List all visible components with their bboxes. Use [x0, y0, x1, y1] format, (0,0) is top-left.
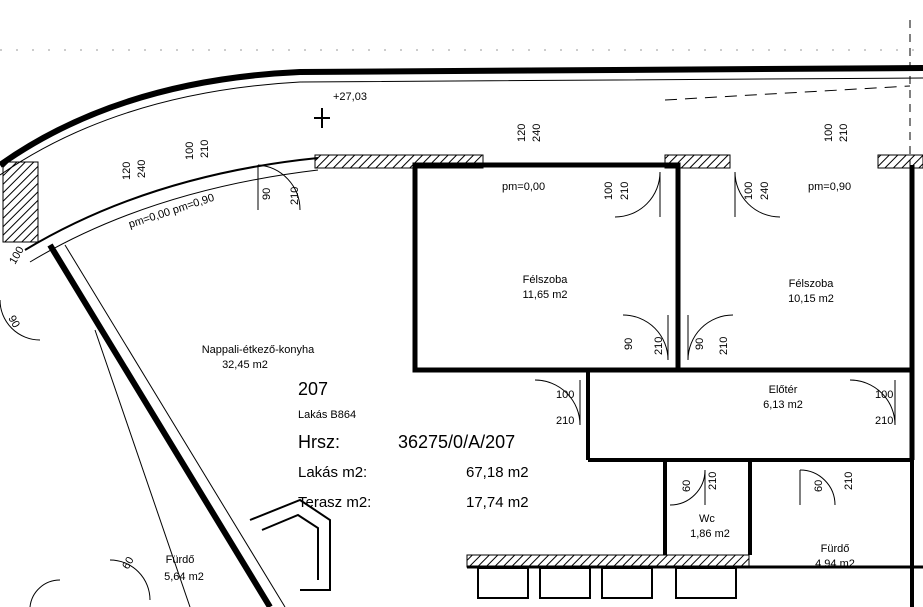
dim-top-b: 240 — [531, 124, 543, 142]
room-wc-name: Wc — [699, 513, 715, 525]
room-felszoba2-area: 10,15 m2 — [788, 293, 834, 305]
room-furdo2-name: Fürdő — [166, 554, 195, 566]
elevation-marker: +27,03 — [314, 91, 367, 128]
dim-door-e1-a: 100 — [556, 389, 574, 401]
dim-door-low2-a: 90 — [694, 338, 706, 350]
dimension-labels: 120 240 100 210 120 240 100 210 90 210 1… — [5, 124, 893, 572]
dim-door-e2-a: 100 — [875, 389, 893, 401]
room-furdo1-name: Fürdő — [821, 543, 850, 555]
room-furdo1-area: 4,94 m2 — [815, 558, 855, 570]
hatched-walls — [2, 154, 923, 568]
room-eloter-area: 6,13 m2 — [763, 399, 803, 411]
dim-wall2-b: 210 — [199, 140, 211, 158]
apartment-type: Lakás B864 — [298, 409, 356, 421]
dim-left-edge: 100 — [7, 245, 27, 267]
pm-center-label: pm=0,00 — [502, 181, 545, 193]
dim-door-wc-a: 60 — [681, 480, 693, 492]
dim-wall2-a: 100 — [184, 142, 196, 160]
dim-wall1-a: 120 — [121, 162, 133, 180]
dim-door-e2-b: 210 — [875, 415, 893, 427]
elevation-label: +27,03 — [333, 91, 367, 103]
lakas-value: 67,18 m2 — [466, 464, 529, 481]
room-nappali-name: Nappali-étkező-konyha — [202, 344, 315, 356]
hrsz-value: 36275/0/A/207 — [398, 432, 515, 452]
room-felszoba1-area: 11,65 m2 — [522, 289, 567, 301]
dim-top-d: 210 — [838, 124, 850, 142]
diagonal-wall — [47, 243, 286, 607]
dim-curve-a: 90 — [261, 188, 273, 200]
room-nappali-area: 32,45 m2 — [222, 359, 268, 371]
dim-door-low1-a: 90 — [623, 338, 635, 350]
dim-door-fs1-b: 210 — [619, 182, 631, 200]
dim-door-fu2-a: 60 — [120, 555, 137, 572]
terasz-label: Terasz m2: — [298, 494, 371, 511]
dim-door-fs1-a: 100 — [603, 182, 615, 200]
room-wc-area: 1,86 m2 — [690, 528, 730, 540]
hrsz-label: Hrsz: — [298, 432, 340, 452]
stair-object — [249, 498, 331, 591]
dim-door-wc-b: 210 — [707, 472, 719, 490]
dim-top-a: 120 — [516, 124, 528, 142]
dim-top-c: 100 — [823, 124, 835, 142]
pm-left-label: pm=0,00 pm=0,90 — [127, 192, 216, 231]
apartment-info: 207 Lakás B864 Hrsz: 36275/0/A/207 Lakás… — [298, 379, 529, 511]
room-felszoba2-name: Félszoba — [789, 278, 835, 290]
dim-door-low2-b: 210 — [718, 337, 730, 355]
interior-walls — [412, 162, 923, 607]
room-furdo2-area: 5,64 m2 — [164, 571, 204, 583]
dim-door-fs2-a: 100 — [743, 182, 755, 200]
apartment-number: 207 — [298, 379, 328, 399]
dim-wall1-b: 240 — [136, 160, 148, 178]
dim-left-door: 90 — [5, 314, 22, 331]
terasz-value: 17,74 m2 — [466, 494, 529, 511]
room-felszoba1-name: Félszoba — [523, 274, 569, 286]
dim-door-fu-b: 210 — [843, 472, 855, 490]
pm-right-label: pm=0,90 — [808, 181, 851, 193]
fixtures — [477, 567, 737, 599]
balcony-railing — [24, 157, 319, 263]
dim-door-fs2-b: 240 — [759, 182, 771, 200]
dim-door-e1-b: 210 — [556, 415, 574, 427]
dim-door-fu-a: 60 — [813, 480, 825, 492]
dim-door-low1-b: 210 — [653, 337, 665, 355]
room-labels: Nappali-étkező-konyha 32,45 m2 Félszoba … — [164, 274, 855, 583]
lakas-label: Lakás m2: — [298, 464, 367, 481]
outer-wall — [0, 20, 923, 190]
door-swings — [0, 164, 896, 607]
dim-curve-b: 210 — [289, 187, 301, 205]
room-eloter-name: Előtér — [769, 384, 798, 396]
